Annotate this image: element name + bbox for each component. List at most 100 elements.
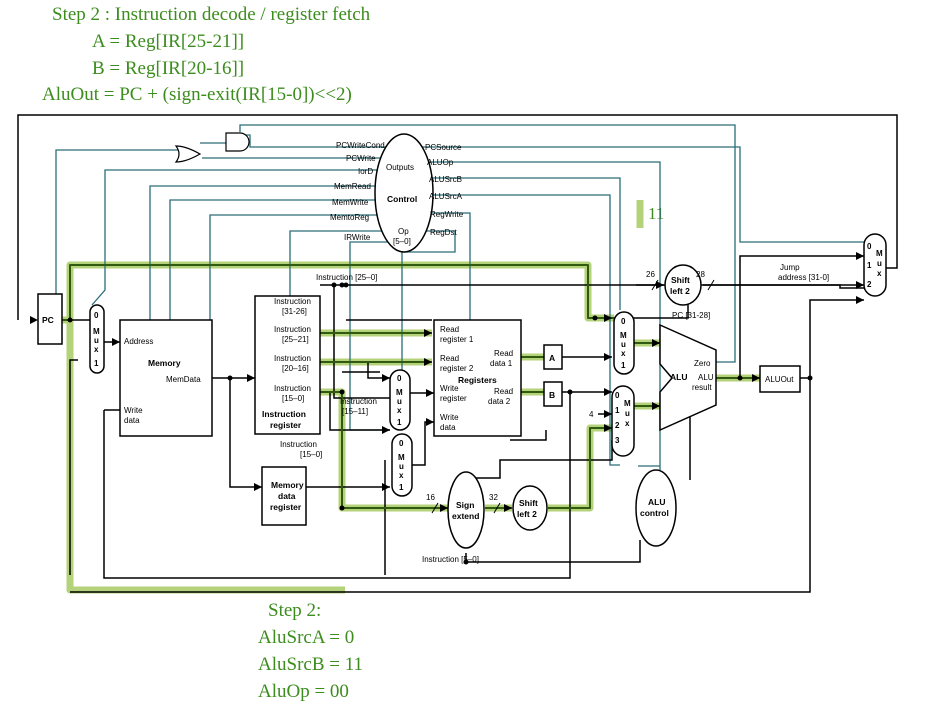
svg-text:register 2: register 2: [440, 364, 474, 373]
memory-data-register: [261, 466, 307, 526]
svg-text:1: 1: [397, 418, 402, 427]
svg-text:Instruction: Instruction: [274, 325, 311, 334]
svg-text:x: x: [877, 269, 882, 278]
mux-memtoreg: [391, 433, 413, 497]
svg-text:u: u: [877, 259, 882, 268]
svg-text:x: x: [94, 345, 99, 354]
signal-aluop: ALUOp: [427, 158, 454, 167]
mux-alusrca: [613, 311, 635, 375]
svg-text:u: u: [94, 336, 99, 345]
svg-text:M: M: [876, 249, 883, 258]
svg-text:[31-26]: [31-26]: [282, 307, 307, 316]
svg-text:Memory: Memory: [271, 480, 304, 490]
svg-text:address [31-0]: address [31-0]: [778, 273, 829, 282]
svg-text:[15–0]: [15–0]: [282, 394, 304, 403]
svg-text:extend: extend: [452, 511, 479, 521]
register-b: [543, 381, 563, 407]
svg-text:[20–16]: [20–16]: [282, 364, 309, 373]
svg-text:26: 26: [646, 270, 655, 279]
footer-alusrcb: AluSrcB = 11: [258, 654, 364, 675]
alu-control: [635, 469, 677, 547]
footer-alusrca: AluSrcA = 0: [258, 627, 355, 648]
svg-text:1: 1: [399, 483, 404, 492]
aluout-register: [759, 365, 801, 393]
svg-text:register: register: [440, 394, 467, 403]
signal-pcsource: PCSource: [425, 143, 462, 152]
control-op-bits: [5–0]: [393, 237, 411, 246]
register-a: [543, 344, 563, 370]
svg-text:result: result: [692, 383, 712, 392]
svg-text:data 2: data 2: [488, 397, 511, 406]
svg-text:[15–0]: [15–0]: [300, 450, 322, 459]
svg-text:register 1: register 1: [440, 335, 474, 344]
signal-pcwritecond: PCWriteCond: [336, 141, 385, 150]
svg-text:0: 0: [615, 391, 620, 400]
signal-irwrite: IRWrite: [344, 233, 371, 242]
svg-text:Instruction: Instruction: [274, 354, 311, 363]
signal-memread: MemRead: [334, 182, 371, 191]
line-b: B = Reg[IR[20-16]]: [92, 58, 245, 79]
svg-text:16: 16: [426, 493, 435, 502]
svg-text:Instruction: Instruction: [274, 297, 311, 306]
line-a: A = Reg[IR[25-21]]: [92, 31, 245, 52]
svg-text:M: M: [398, 453, 405, 462]
mux-alusrcb: [611, 385, 635, 457]
svg-text:[25–21]: [25–21]: [282, 335, 309, 344]
control-outputs-label: Outputs: [386, 163, 414, 172]
memory-unit: [119, 319, 213, 437]
svg-text:data 1: data 1: [490, 359, 513, 368]
svg-text:Address: Address: [124, 337, 153, 346]
svg-text:u: u: [625, 409, 630, 418]
signal-regwrite: RegWrite: [430, 210, 464, 219]
svg-text:0: 0: [397, 374, 402, 383]
junction-dots: [67, 282, 813, 565]
signal-pcwrite: PCWrite: [346, 154, 376, 163]
pc-label: PC: [42, 315, 54, 325]
svg-text:ALUOut: ALUOut: [765, 375, 794, 384]
svg-text:Instruction: Instruction: [340, 397, 377, 406]
registers-name: Registers: [458, 375, 497, 385]
svg-text:1: 1: [94, 359, 99, 368]
bus-marks: [431, 279, 715, 514]
mux-pcsource: [863, 233, 887, 297]
svg-text:register: register: [270, 420, 302, 430]
signal-alusrcb: ALUSrcB: [429, 175, 462, 184]
svg-text:control: control: [640, 508, 669, 518]
step-title: Step 2 : Instruction decode / register f…: [52, 4, 371, 25]
arrowheads: [30, 252, 864, 512]
svg-text:u: u: [399, 462, 404, 471]
svg-text:PC [31-28]: PC [31-28]: [672, 311, 710, 320]
and-gate: [225, 132, 250, 152]
svg-text:left 2: left 2: [670, 286, 690, 296]
instruction-register: [254, 295, 321, 435]
svg-text:left 2: left 2: [517, 509, 537, 519]
svg-text:ALU: ALU: [648, 497, 665, 507]
svg-text:28: 28: [696, 270, 705, 279]
control-unit: [374, 133, 434, 253]
svg-text:Instruction: Instruction: [262, 409, 306, 419]
svg-text:data: data: [278, 491, 296, 501]
mux-regdst: [389, 369, 411, 431]
svg-text:Read: Read: [494, 387, 513, 396]
svg-text:Instruction: Instruction: [274, 384, 311, 393]
svg-text:register: register: [270, 502, 302, 512]
shift-left-2-bottom: [512, 485, 548, 531]
svg-text:Write: Write: [124, 406, 143, 415]
svg-text:0: 0: [399, 439, 404, 448]
control-name: Control: [387, 194, 417, 204]
svg-text:2: 2: [615, 421, 620, 430]
signal-iord: IorD: [358, 167, 373, 176]
svg-text:M: M: [620, 331, 627, 340]
svg-text:[15–11]: [15–11]: [342, 407, 368, 416]
signal-memtoreg: MemtoReg: [330, 213, 369, 222]
svg-text:B: B: [549, 390, 555, 400]
sign-extend: [447, 471, 485, 549]
svg-text:2: 2: [867, 280, 872, 289]
footer-aluop: AluOp = 00: [258, 681, 349, 702]
signal-memwrite: MemWrite: [332, 198, 369, 207]
svg-text:ALU: ALU: [698, 373, 714, 382]
svg-text:x: x: [399, 471, 404, 480]
shift-left-2-top: [664, 264, 702, 306]
line-aluout: AluOut = PC + (sign-exit(IR[15-0])<<2): [42, 84, 352, 105]
svg-text:4: 4: [589, 410, 594, 419]
